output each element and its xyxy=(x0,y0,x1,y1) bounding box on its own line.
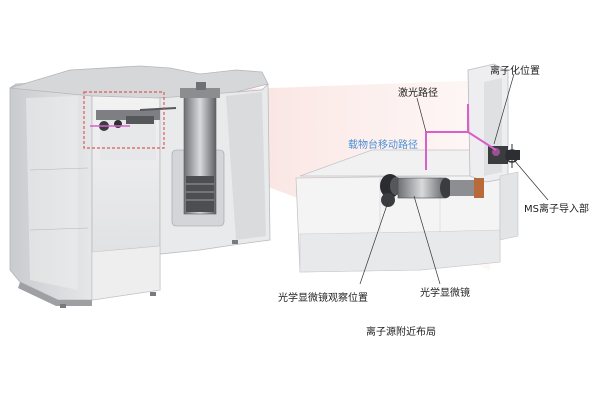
label-ionization-position: 离子化位置 xyxy=(490,66,540,77)
optical-microscope-body xyxy=(380,174,484,207)
label-optical-microscope: 光学显微镜 xyxy=(420,288,470,299)
leader-lines xyxy=(359,73,549,285)
caption: 离子源附近布局 xyxy=(366,327,436,338)
label-stage-path: 载物台移动路径 xyxy=(348,140,418,151)
label-laser-path: 激光路径 xyxy=(398,88,438,99)
label-ms-inlet: MS离子导入部 xyxy=(524,204,589,215)
enlarged-ion-source xyxy=(295,63,520,273)
vacuum-column xyxy=(171,82,225,227)
instrument-body xyxy=(9,65,271,308)
highlight-box xyxy=(83,91,165,149)
laser-beam xyxy=(425,104,500,170)
ion-source-small xyxy=(90,107,177,131)
label-microscope-observation: 光学显微镜观察位置 xyxy=(278,293,368,304)
